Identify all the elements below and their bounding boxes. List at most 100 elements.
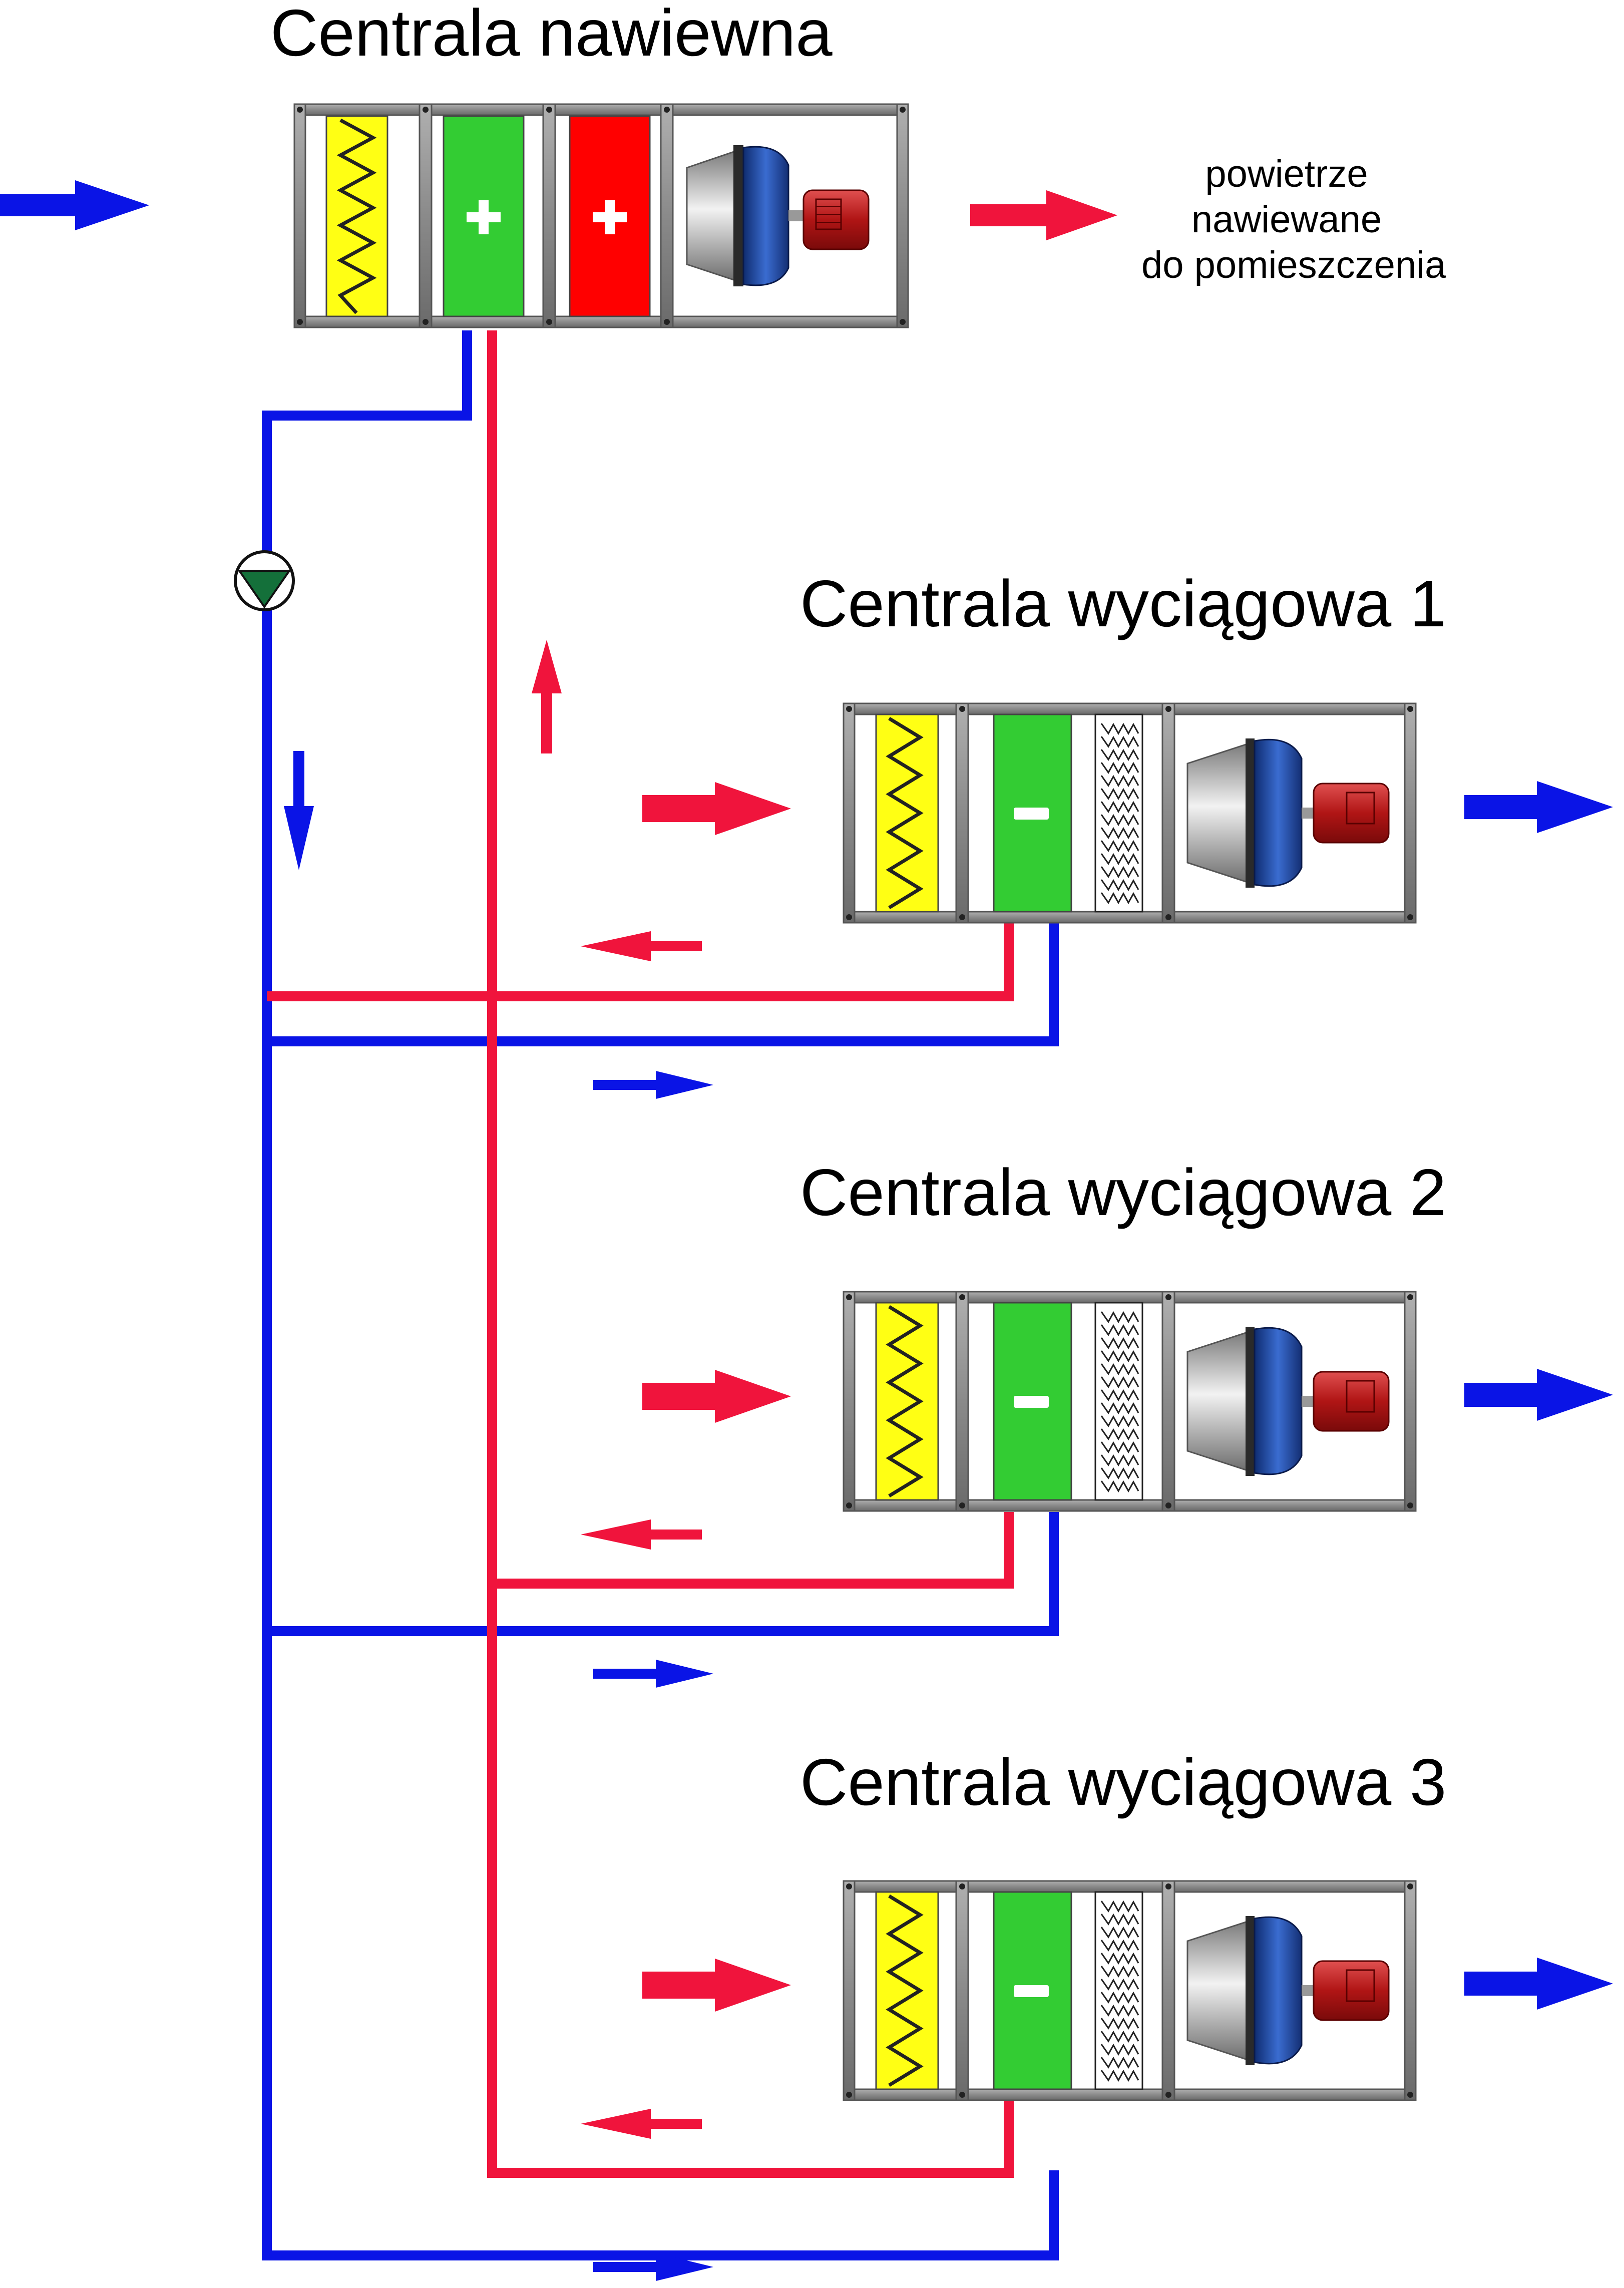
- exhaust-unit-3-title: Centrala wyciągowa 3: [800, 1745, 1447, 1819]
- exhaust-unit-3: [843, 1880, 1417, 2101]
- eliminator-blade: [1100, 735, 1139, 748]
- supply-air-note-line: powietrze: [1205, 153, 1368, 195]
- frame-bolt: [1165, 2092, 1171, 2098]
- motor-body: [1313, 1371, 1390, 1432]
- fan-inlet-cone: [1186, 1330, 1250, 1472]
- eliminator-blade: [1100, 775, 1139, 788]
- eliminator-frame: [1094, 1891, 1143, 2090]
- eliminator-blade: [1100, 1939, 1139, 1952]
- heater-icon: [569, 115, 651, 317]
- eliminator-blade: [1100, 853, 1139, 866]
- frame-post: [843, 1291, 856, 1512]
- frame-post: [955, 1880, 969, 2101]
- exhaust-unit-2: [843, 1291, 1417, 1512]
- flow-arrow-icon: [593, 2253, 713, 2281]
- eliminator-blade: [1100, 1965, 1139, 1978]
- frame-bolt: [959, 1883, 965, 1889]
- eliminator-blade: [1100, 761, 1139, 775]
- fan-shaft: [1302, 808, 1314, 819]
- eliminator-blade: [1100, 840, 1139, 853]
- flow-arrow-icon: [581, 1519, 702, 1550]
- motor-terminal-box: [1346, 1380, 1375, 1413]
- eliminator-blade: [1100, 1978, 1139, 1991]
- hot-pipe-branch-1: [267, 921, 1014, 1001]
- fan-inlet-cone: [1186, 1920, 1250, 2062]
- eliminator-blade: [1100, 1480, 1139, 1493]
- motor-body: [1313, 1960, 1390, 2021]
- frame-post: [955, 1291, 969, 1512]
- eliminator-blade: [1100, 1991, 1139, 2004]
- flow-arrow-icon: [642, 1959, 791, 2012]
- flow-arrow-icon: [593, 1071, 713, 1099]
- fan-housing: [1254, 1327, 1303, 1475]
- fan-icon: [1186, 1916, 1314, 2065]
- flow-arrow-icon: [642, 1370, 791, 1423]
- flow-arrow-icon: [1464, 1958, 1613, 2010]
- frame-bolt: [664, 107, 670, 113]
- eliminator-blade: [1100, 1337, 1139, 1350]
- eliminator-blade: [1100, 1350, 1139, 1363]
- frame-rail: [843, 911, 1417, 924]
- frame-bolt: [1165, 1502, 1171, 1508]
- frame-post: [1161, 702, 1175, 924]
- fan-housing: [1254, 738, 1303, 887]
- frame-bolt: [959, 706, 965, 712]
- eliminator-blade: [1100, 1363, 1139, 1376]
- eliminator-blade: [1100, 1467, 1139, 1480]
- flow-arrow-icon: [532, 640, 562, 753]
- frame-bolt: [1165, 706, 1171, 712]
- frame-bolt: [297, 319, 303, 325]
- filter-pleats: [886, 717, 924, 909]
- eliminator-blade: [1100, 1428, 1139, 1441]
- frame-bolt: [959, 2092, 965, 2098]
- flow-arrow-icon: [581, 2109, 702, 2139]
- cold-pipe-main: [262, 330, 1059, 2260]
- frame-bolt: [546, 319, 552, 325]
- eliminator-blade: [1100, 722, 1139, 735]
- motor-icon: [1313, 1960, 1390, 2021]
- minus-sign: [1014, 1985, 1049, 1997]
- frame-rail: [843, 1880, 1417, 1893]
- frame-bolt: [959, 914, 965, 920]
- frame-bolt: [959, 1294, 965, 1300]
- filter-pleats: [886, 1305, 924, 1497]
- fan-icon: [1186, 738, 1314, 888]
- motor-icon: [1313, 1371, 1390, 1432]
- frame-post: [843, 702, 856, 924]
- eliminator-blade: [1100, 1913, 1139, 1926]
- fan-icon: [686, 145, 803, 286]
- coil-icon: [993, 1891, 1072, 2090]
- exhaust-units: [843, 702, 1417, 2101]
- frame-bolt: [664, 319, 670, 325]
- flow-arrow-icon: [581, 931, 702, 961]
- cold-pipe-branch-2: [267, 1512, 1059, 1636]
- eliminator-blade: [1100, 2017, 1139, 2030]
- motor-body: [1313, 783, 1390, 844]
- supply-unit-frame: [293, 103, 909, 328]
- motor-icon: [1313, 783, 1390, 844]
- frame-bolt: [959, 1502, 965, 1508]
- eliminator-blade: [1100, 1926, 1139, 1939]
- frame-bolt: [1407, 2092, 1413, 2098]
- frame-rail: [843, 1499, 1417, 1512]
- frame-bolt: [1407, 1502, 1413, 1508]
- pump-icon: [234, 550, 295, 611]
- fan-inlet-cone: [1186, 742, 1250, 884]
- supply-air-note-line: do pomieszczenia: [1141, 244, 1446, 287]
- frame-bolt: [846, 706, 852, 712]
- eliminator-blade: [1100, 2069, 1139, 2082]
- frame-bolt: [846, 1294, 852, 1300]
- frame-rail: [843, 702, 1417, 715]
- frame-post: [1161, 1291, 1175, 1512]
- exhaust-unit-frame: [843, 702, 1417, 924]
- frame-rail: [843, 1291, 1417, 1304]
- eliminator-blade: [1100, 879, 1139, 892]
- flow-arrow-icon: [0, 180, 149, 230]
- frame-bolt: [1165, 914, 1171, 920]
- droplet-eliminator-icon: [1094, 713, 1143, 913]
- eliminator-blade: [1100, 814, 1139, 827]
- fan-flange: [1246, 738, 1255, 888]
- filter-pleats: [886, 1894, 924, 2087]
- coil-icon: [993, 1302, 1072, 1501]
- filter-icon: [325, 115, 388, 317]
